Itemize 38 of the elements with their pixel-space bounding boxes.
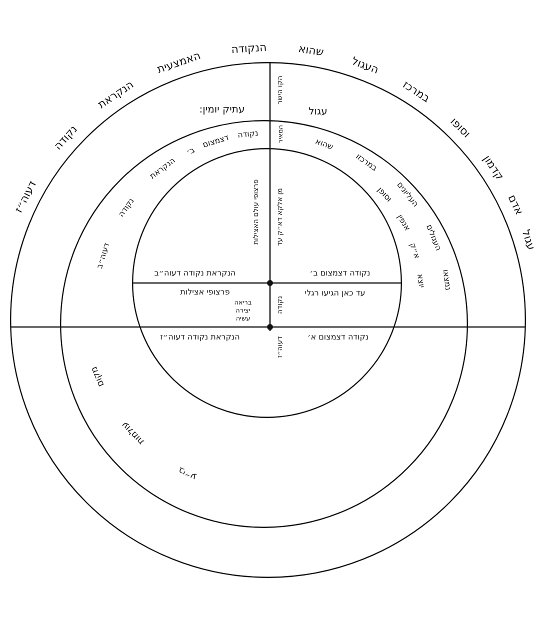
circle-text: שהוא [314, 137, 335, 152]
circle-text: נקודה [117, 196, 136, 219]
circle-text: דצמצום [202, 133, 230, 150]
circle-text: במרכז [400, 78, 432, 106]
circle-text: נקודה דצמצום ב׳ [310, 270, 370, 278]
circle-text: נקודה דצמצום א׳ [307, 334, 369, 342]
circle-text: עתיק יומין: [199, 104, 245, 116]
circle-text: דעוה״ב [96, 242, 112, 270]
circle-text: עגול [308, 106, 328, 118]
circle-text: הנקודה [230, 41, 268, 56]
circle-text: במרכזו [353, 152, 378, 174]
circle-text: קדמון [480, 153, 506, 183]
circle-text: שהוא [297, 43, 324, 60]
circle-text: דעוה״ז [12, 178, 39, 214]
circle-text: מקום [90, 364, 108, 388]
circle-text: עולמות [121, 418, 148, 446]
circle-text: פרצופי אצילות [180, 288, 230, 298]
circle-text: נמצאו [440, 268, 452, 291]
circle-text: אנפין [394, 212, 412, 232]
circle-text: נקודה [237, 129, 259, 140]
circle-text: העגולים [424, 223, 442, 252]
circle-text: וסופו [448, 115, 473, 140]
circle-text: הנקראת נקודה דעוה״ז [160, 334, 240, 342]
circle-text: העליונים [394, 180, 420, 210]
circle-text: עגול [519, 228, 537, 252]
circle-text: יוצא [414, 272, 426, 288]
circle-text: בי״ע [178, 464, 199, 480]
circle-text: הנקראת [149, 156, 178, 182]
circle-text: וסופן [375, 186, 394, 204]
circle-text: הנקראת נקודה דעוה״ב [154, 270, 236, 278]
circle-text: אדם [504, 193, 524, 217]
circle-text: האמצעית [156, 50, 203, 76]
circle-text: ב׳ [186, 146, 197, 158]
circle-text: העגול [350, 55, 381, 77]
circle-text: נקודה [52, 123, 80, 153]
circle-text: עד כאן הגיעו רגלי [304, 290, 366, 298]
circle-text: הנקראת [96, 78, 136, 111]
circle-text: א״ק [407, 242, 422, 260]
